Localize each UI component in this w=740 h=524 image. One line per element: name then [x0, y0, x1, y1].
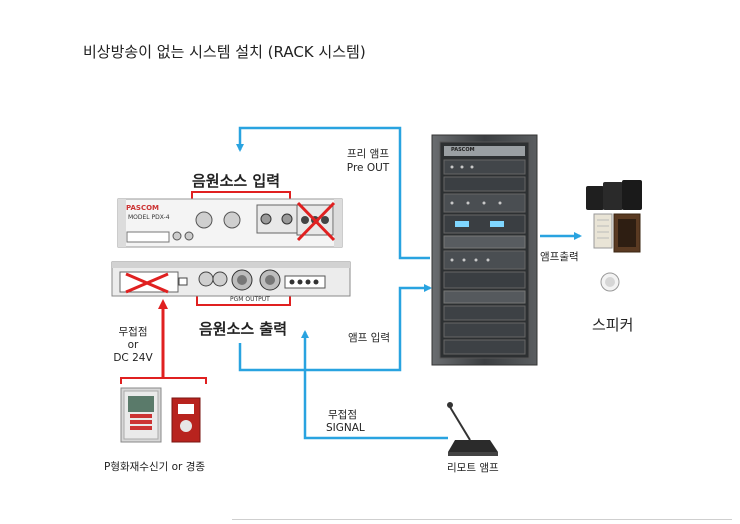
footer-divider — [232, 519, 732, 520]
source-output-label: 음원소스 출력 — [199, 320, 288, 338]
amp-output-label: 앰프출력 — [540, 251, 579, 263]
amp-unit — [111, 261, 351, 297]
pre-out-label: Pre OUT — [346, 162, 390, 174]
dry-contact-label: 무접점 — [118, 326, 148, 338]
speaker-label: 스피커 — [592, 316, 634, 334]
or-label: or — [127, 339, 139, 351]
preamp-model: MODEL PDX-4 — [128, 214, 170, 221]
amp-input-label: 앰프 입력 — [348, 332, 390, 344]
dc24v-label: DC 24V — [113, 352, 153, 364]
signal-label: SIGNAL — [326, 422, 365, 434]
speakers — [586, 180, 642, 292]
pre-amp-label: 프리 앰프 — [347, 148, 389, 160]
page-title: 비상방송이 없는 시스템 설치 (RACK 시스템) — [83, 43, 366, 61]
output-bracket — [196, 296, 291, 306]
preamp-unit — [117, 198, 343, 248]
input-bracket — [191, 191, 291, 200]
amp-input-line — [238, 284, 432, 372]
pgm-output-label: PGM OUTPUT — [230, 296, 270, 303]
fire-receiver-label: P형화재수신기 or 경종 — [104, 461, 206, 473]
source-input-label: 음원소스 입력 — [192, 172, 281, 190]
signal-contact-label: 무접점 — [328, 409, 357, 421]
rack-cabinet — [431, 134, 538, 366]
remote-amp-label: 리모트 앰프 — [447, 462, 499, 474]
preamp-brand: PASCOM — [126, 204, 160, 212]
signal-line — [301, 330, 448, 440]
remote-amp — [447, 402, 498, 456]
pre-out-line — [236, 126, 430, 260]
fire-bracket — [120, 377, 207, 384]
fire-receiver — [120, 387, 201, 443]
rack-brand: PASCOM — [451, 147, 475, 153]
